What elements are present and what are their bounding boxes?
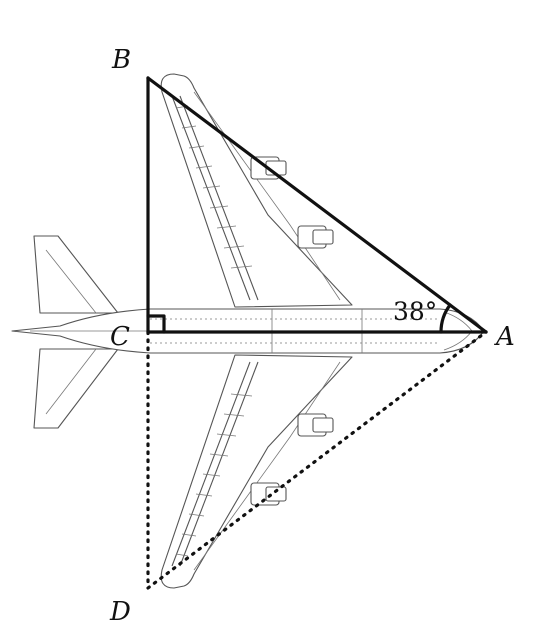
segment-da [146, 330, 488, 590]
tail-stabilizers [33, 235, 119, 429]
point-label-d: D [109, 597, 131, 627]
point-label-b: B [111, 45, 131, 75]
triangle-acd [146, 330, 488, 590]
point-label-a: A [494, 322, 515, 352]
angle-arc-a [439, 303, 452, 334]
point-label-c: C [110, 322, 130, 352]
lower-wing [160, 354, 353, 589]
right-angle-marker [146, 314, 166, 334]
angle-label-a: 38° [393, 297, 437, 326]
triangle-abc [146, 76, 488, 334]
segment-ab [146, 76, 488, 334]
